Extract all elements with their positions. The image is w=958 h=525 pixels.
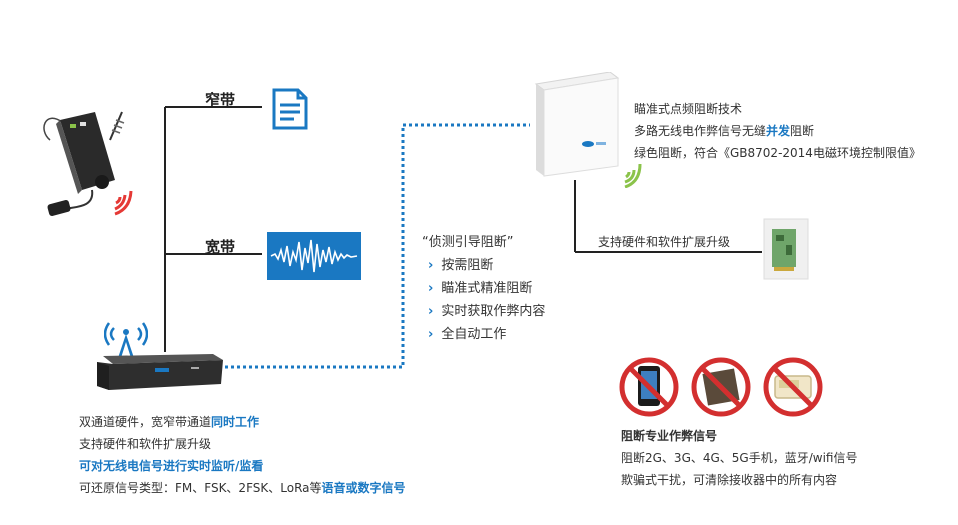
jammer-info: 瞄准式点频阻断技术 多路无线电作弊信号无缝并发阻断 绿色阻断，符合《GB8702…: [634, 98, 921, 164]
chevron-right-icon: ›: [428, 304, 434, 319]
detect-item: ›实时获取作弊内容: [428, 304, 546, 319]
prohibited-icon: [619, 357, 679, 417]
prohibited-icon: [691, 357, 751, 417]
receiver-info-line3: 可对无线电信号进行实时监听/监看: [79, 459, 264, 473]
waveform-icon: [267, 232, 361, 280]
wall-jammer-device: [534, 72, 620, 177]
detect-guide-block: “侦测引导阻断” ›按需阻断 ›瞄准式精准阻断 ›实时获取作弊内容 ›全自动工作: [422, 231, 546, 346]
block-info: 阻断专业作弊信号 阻断2G、3G、4G、5G手机，蓝牙/wifi信号 欺骗式干扰…: [621, 425, 858, 491]
narrowband-label: 窄带: [205, 91, 236, 109]
detect-item: ›瞄准式精准阻断: [428, 281, 533, 296]
block-info-title: 阻断专业作弊信号: [621, 429, 718, 443]
document-icon: [272, 88, 308, 130]
jammer-info-line1: 瞄准式点频阻断技术: [634, 102, 743, 116]
jammer-info-line3: 绿色阻断，符合《GB8702-2014电磁环境控制限值》: [634, 146, 921, 160]
receiver-device: [97, 354, 223, 390]
detect-item: ›按需阻断: [428, 258, 494, 273]
chevron-right-icon: ›: [428, 258, 434, 273]
detect-item: ›全自动工作: [428, 327, 507, 342]
prohibited-icon: [763, 357, 823, 417]
jammer-info-line2: 多路无线电作弊信号无缝并发阻断: [634, 124, 815, 138]
block-info-line2: 欺骗式干扰，可清除接收器中的所有内容: [621, 473, 838, 487]
receiver-info: 双通道硬件，宽窄带通道同时工作 支持硬件和软件扩展升级 可对无线电信号进行实时监…: [79, 411, 406, 499]
block-info-line1: 阻断2G、3G、4G、5G手机，蓝牙/wifi信号: [621, 451, 858, 465]
detect-guide-title: “侦测引导阻断”: [422, 235, 514, 250]
receiver-info-line2: 支持硬件和软件扩展升级: [79, 437, 212, 451]
chevron-right-icon: ›: [428, 281, 434, 296]
receiver-info-line1: 双通道硬件，宽窄带通道同时工作: [79, 415, 260, 429]
handheld-jammer-device: [43, 111, 125, 216]
antenna-tower-icon: [104, 322, 148, 358]
receiver-info-line4: 可还原信号类型：FM、FSK、2FSK、LoRa等语音或数字信号: [79, 481, 406, 495]
circuit-board: [763, 218, 809, 280]
signal-waves-icon: [114, 190, 133, 216]
chevron-right-icon: ›: [428, 327, 434, 342]
upgrade-label: 支持硬件和软件扩展升级: [598, 235, 731, 249]
signal-waves-icon: [624, 163, 642, 188]
wideband-label: 宽带: [205, 238, 236, 256]
